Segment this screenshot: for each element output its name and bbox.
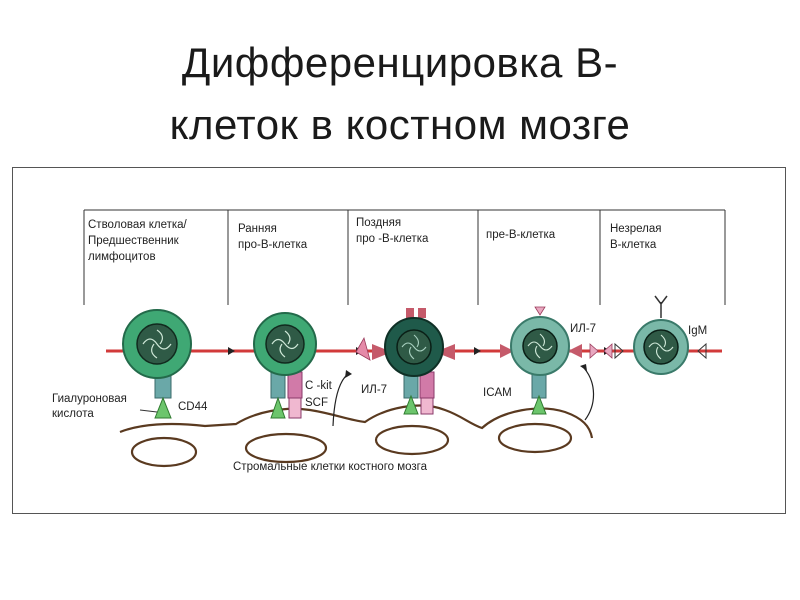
stroma-cell-nucleus-4 [497, 422, 573, 454]
cell-3-receptor-top-right [418, 308, 426, 318]
hyaluronic-acid-ligand [154, 396, 172, 419]
stage-5-label-line-1: Незрелая [610, 223, 661, 235]
curved-arrows [332, 364, 595, 427]
stage-5-label-line-2: B-клетка [610, 239, 657, 251]
igm-receptor-icon [654, 295, 668, 318]
cell-3-ligand-green [403, 394, 419, 415]
late-pro-b-cell [355, 308, 455, 415]
cell-3-il7-receptor-right [435, 344, 455, 360]
pre-b-nucleus-swirl [527, 333, 553, 359]
il7-label-late-pro-b: ИЛ-7 [361, 384, 387, 396]
stage-2-label-line-2: про-B-клетка [238, 239, 308, 251]
early-pro-b-cell [253, 312, 317, 419]
stroma-cell-nucleus-2 [244, 432, 328, 464]
cell-4-receptor-left [500, 344, 514, 358]
axis-arrow-3 [474, 347, 481, 355]
pointer-lines [139, 409, 158, 413]
stage-4-label-line-1: пре-B-клетка [486, 229, 556, 241]
cell-4-il7-left-triangle [589, 343, 599, 359]
slide-title: Дифференцировка B- клеток в костном мозг… [0, 32, 800, 156]
slide-title-line-2: клеток в костном мозге [169, 101, 631, 148]
il7-arrowhead-icon [355, 336, 371, 361]
diagram-labels: Гиалуроновая кислота CD44 C -kit SCF ИЛ-… [52, 323, 707, 473]
stroma-membrane [119, 404, 594, 439]
hyaluronic-pointer [139, 409, 158, 413]
pre-b-cell [500, 306, 613, 415]
icam-ligand [531, 394, 547, 415]
cell-5-receptor-right [697, 342, 707, 360]
c-kit-label: C -kit [305, 380, 333, 392]
il7-label-pre-b: ИЛ-7 [570, 323, 596, 335]
cd44-label: CD44 [178, 401, 208, 413]
hyaluronic-acid-label-line-2: кислота [52, 408, 94, 420]
immature-b-nucleus-swirl [648, 334, 674, 360]
axis-arrow-1 [228, 347, 235, 355]
cell-2-ligand-green [270, 396, 286, 419]
stroma-cell-nucleus-1 [130, 436, 198, 468]
stroma [119, 404, 594, 468]
stroma-label: Стромальные клетки костного мозга [233, 461, 428, 473]
cell-5-receptor-left [614, 342, 624, 360]
il7-secretion-arrowhead-2 [580, 364, 587, 371]
scf-ligand [288, 397, 302, 419]
icam-label: ICAM [483, 387, 512, 399]
early-pro-b-nucleus-swirl [271, 330, 299, 358]
stroma-cell-nucleus-3 [374, 424, 450, 456]
slide-title-line-1: Дифференцировка B- [181, 39, 619, 86]
stage-1-label-line-1: Стволовая клетка/ [88, 219, 188, 231]
c-kit-receptor [287, 371, 303, 399]
hyaluronic-acid-label-line-1: Гиалуроновая [52, 393, 127, 405]
cell-3-receptor-pink [419, 371, 435, 399]
igm-label: IgM [688, 325, 707, 337]
scf-label: SCF [305, 397, 328, 409]
stem-cell [122, 309, 192, 419]
stage-2-label-line-1: Ранняя [238, 223, 277, 235]
late-pro-b-nucleus-swirl [401, 334, 427, 360]
immature-b-cell [614, 295, 707, 375]
il7-secretion-arrowhead-1 [345, 370, 352, 378]
cell-3-ligand-pink [420, 397, 434, 415]
cell-4-il7-right-triangle [603, 343, 613, 359]
stage-1-label-line-2: Предшественник [88, 235, 180, 247]
stage-3-label-line-1: Поздняя [356, 217, 401, 229]
cell-3-il7-receptor-left [372, 344, 392, 360]
cell-4-top-receptor [534, 306, 546, 316]
figure-frame [12, 167, 786, 514]
stage-labels: Стволовая клетка/ Предшественник лимфоци… [88, 217, 661, 263]
stage-1-label-line-3: лимфоцитов [88, 251, 156, 263]
il7-secretion-arrow-2 [583, 367, 595, 421]
stage-header-lines [83, 209, 726, 305]
stem-cell-nucleus-swirl [142, 329, 172, 359]
cell-4-receptor-right [568, 344, 582, 358]
cell-3-receptor-top-left [406, 308, 414, 318]
stage-3-label-line-2: про -B-клетка [356, 233, 429, 245]
